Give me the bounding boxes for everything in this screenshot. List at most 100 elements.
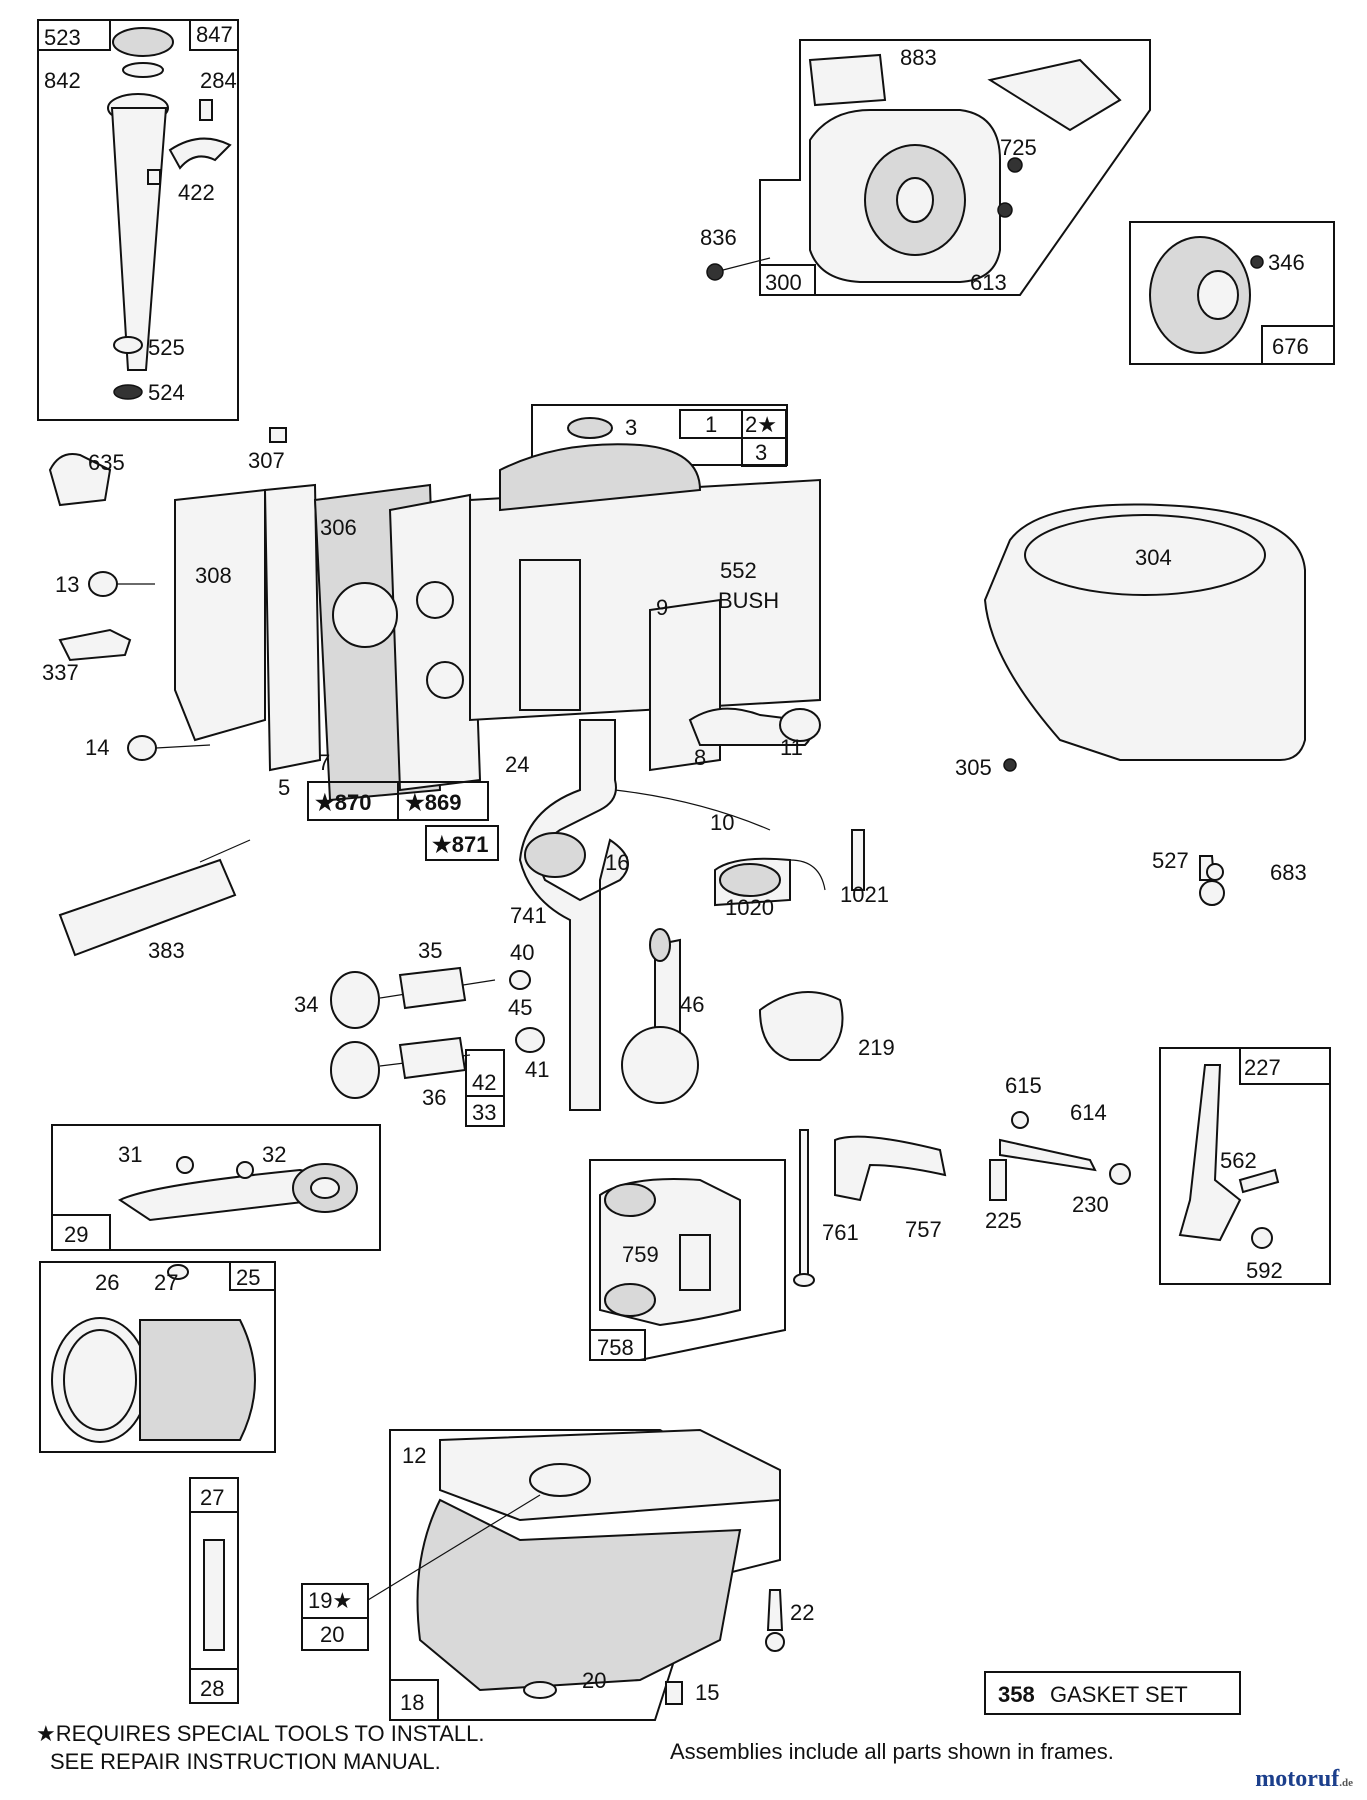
label-18: 18	[400, 1690, 424, 1715]
cam-gear-assembly	[589, 1129, 815, 1361]
label-15: 15	[695, 1680, 719, 1705]
label-225: 225	[985, 1208, 1022, 1233]
label-676: 676	[1272, 334, 1309, 359]
label-24: 24	[505, 752, 529, 777]
connecting-rod-assembly	[51, 1124, 381, 1251]
brand-tld: .de	[1339, 1777, 1353, 1789]
label-871: ★871	[432, 832, 488, 857]
label-337: 337	[42, 660, 79, 685]
label-284: 284	[200, 68, 237, 93]
label-7: 7	[318, 750, 330, 775]
label-552: 552	[720, 558, 757, 583]
label-758: 758	[597, 1335, 634, 1360]
label-45: 45	[508, 995, 532, 1020]
label-305: 305	[955, 755, 992, 780]
label-836: 836	[700, 225, 737, 250]
label-307: 307	[248, 448, 285, 473]
label-227: 227	[1244, 1055, 1281, 1080]
label-1021: 1021	[840, 882, 889, 907]
label-22: 22	[790, 1600, 814, 1625]
label-2: 2★	[745, 412, 777, 437]
label-16: 16	[605, 850, 629, 875]
gasket-set-text: GASKET SET	[1050, 1682, 1188, 1707]
label-757: 757	[905, 1217, 942, 1242]
label-614: 614	[1070, 1100, 1107, 1125]
label-27-tube: 27	[200, 1485, 224, 1510]
label-10: 10	[710, 810, 734, 835]
label-306: 306	[320, 515, 357, 540]
label-847: 847	[196, 22, 233, 47]
special-tools-line-2: SEE REPAIR INSTRUCTION MANUAL.	[50, 1749, 441, 1774]
label-683: 683	[1270, 860, 1307, 885]
label-29: 29	[64, 1222, 88, 1247]
special-tools-line-1: ★REQUIRES SPECIAL TOOLS TO INSTALL.	[36, 1721, 485, 1746]
piston-assembly	[39, 1261, 276, 1453]
part-number-labels: 523 847 842 284 422 525 524 883 725 836 …	[42, 22, 1309, 1715]
dipstick-assembly	[37, 19, 239, 421]
label-761: 761	[822, 1220, 859, 1245]
label-11: 11	[780, 735, 803, 760]
label-1: 1	[705, 412, 717, 437]
tool-383	[58, 839, 251, 957]
crankshaft-assembly	[518, 719, 865, 1111]
label-25: 25	[236, 1265, 260, 1290]
label-219: 219	[858, 1035, 895, 1060]
breather-and-controls	[834, 855, 1331, 1285]
label-525: 525	[148, 335, 185, 360]
cylinder-block	[48, 404, 821, 861]
muffler-assembly	[706, 39, 1151, 296]
label-562: 562	[1220, 1148, 1257, 1173]
label-523: 523	[44, 25, 81, 50]
label-300: 300	[765, 270, 802, 295]
label-725: 725	[1000, 135, 1037, 160]
label-842: 842	[44, 68, 81, 93]
label-9: 9	[656, 595, 668, 620]
label-383: 383	[148, 938, 185, 963]
label-12: 12	[402, 1443, 426, 1468]
label-36: 36	[422, 1085, 446, 1110]
label-759: 759	[622, 1242, 659, 1267]
label-869: ★869	[405, 790, 461, 815]
label-613: 613	[970, 270, 1007, 295]
label-27: 27	[154, 1270, 178, 1295]
label-20-bottom: 20	[582, 1668, 606, 1693]
brand-name: motoruf	[1255, 1766, 1340, 1792]
label-41: 41	[525, 1057, 549, 1082]
rotating-screen-assembly	[1129, 221, 1335, 365]
breather-tube	[189, 1477, 239, 1704]
label-422: 422	[178, 180, 215, 205]
label-33: 33	[472, 1100, 496, 1125]
label-46: 46	[680, 992, 704, 1017]
label-615: 615	[1005, 1073, 1042, 1098]
sump-assembly	[301, 1428, 785, 1721]
label-40: 40	[510, 940, 534, 965]
valve-assembly	[330, 966, 545, 1127]
label-bush: BUSH	[718, 588, 779, 613]
label-741: 741	[510, 903, 547, 928]
assemblies-note: Assemblies include all parts shown in fr…	[670, 1739, 1114, 1764]
label-527: 527	[1152, 848, 1189, 873]
label-592: 592	[1246, 1258, 1283, 1283]
label-1020: 1020	[725, 895, 774, 920]
label-31: 31	[118, 1142, 142, 1167]
label-3-box: 3	[755, 440, 767, 465]
label-870: ★870	[315, 790, 371, 815]
label-19: 19★	[308, 1588, 352, 1613]
label-8: 8	[694, 745, 706, 770]
label-308: 308	[195, 563, 232, 588]
gasket-set-frame	[984, 1671, 1241, 1715]
label-20: 20	[320, 1622, 344, 1647]
label-304: 304	[1135, 545, 1172, 570]
label-230: 230	[1072, 1192, 1109, 1217]
gasket-set-number: 358	[998, 1682, 1035, 1707]
label-635: 635	[88, 450, 125, 475]
label-14: 14	[85, 735, 109, 760]
label-26: 26	[95, 1270, 119, 1295]
label-35: 35	[418, 938, 442, 963]
label-524: 524	[148, 380, 185, 405]
special-tools-note: ★REQUIRES SPECIAL TOOLS TO INSTALL. SEE …	[36, 1720, 656, 1776]
blower-housing	[983, 503, 1306, 772]
label-883: 883	[900, 45, 937, 70]
label-32: 32	[262, 1142, 286, 1167]
